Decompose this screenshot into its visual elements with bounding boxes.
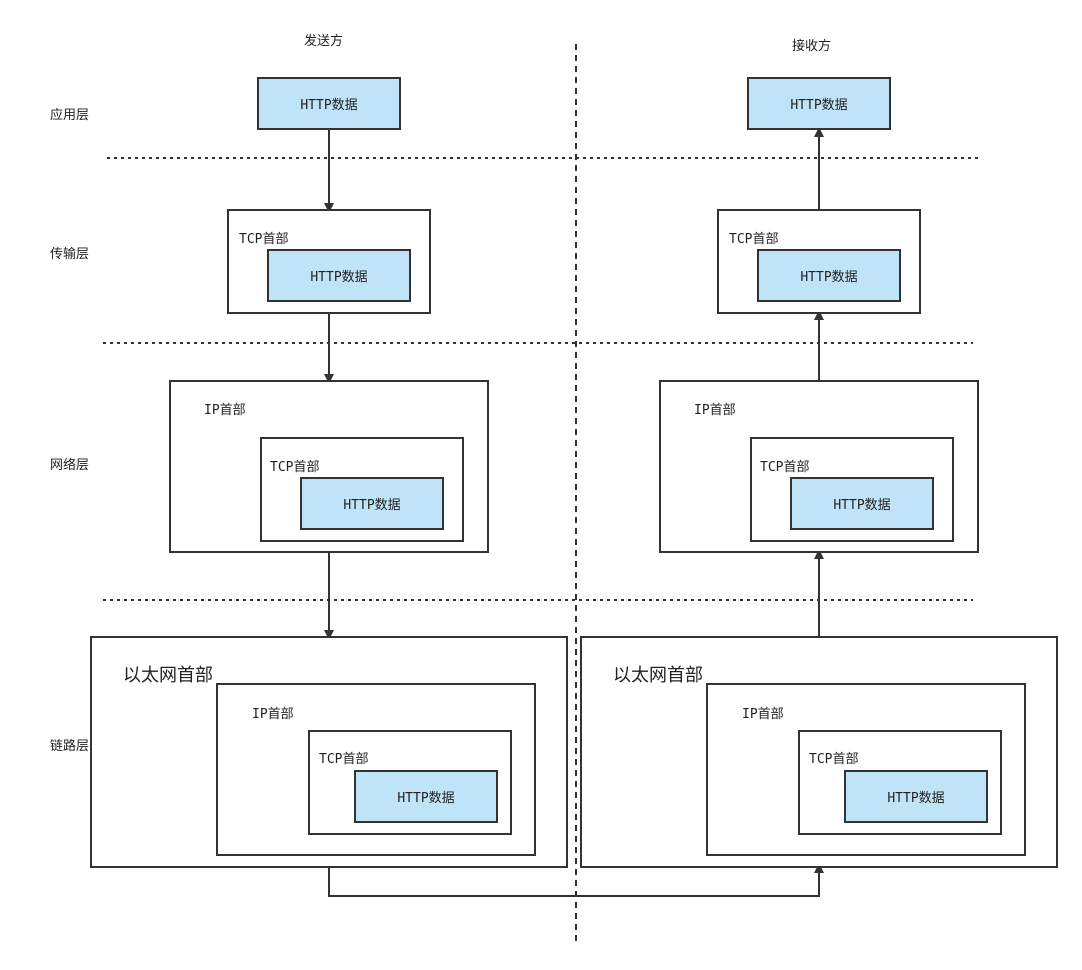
layer-label-link: 链路层 — [50, 739, 90, 754]
receiver-ethernet-frame: 以太网首部 IP首部 TCP首部 HTTP数据 — [580, 636, 1058, 868]
tcp-header-label: TCP首部 — [809, 752, 859, 767]
ethernet-header-label: 以太网首部 — [613, 665, 703, 686]
receiver-tcp-segment: TCP首部 HTTP数据 — [717, 209, 921, 314]
ip-header-label: IP首部 — [742, 707, 784, 722]
tcp-segment: TCP首部 HTTP数据 — [798, 730, 1002, 835]
http-data-block: HTTP数据 — [267, 249, 411, 302]
receiver-title: 接收方 — [792, 39, 832, 54]
tcp-segment: TCP首部 HTTP数据 — [308, 730, 512, 835]
http-data-block: HTTP数据 — [790, 477, 934, 530]
ip-header-label: IP首部 — [204, 403, 246, 418]
sender-ethernet-frame: 以太网首部 IP首部 TCP首部 HTTP数据 — [90, 636, 568, 868]
http-data-block: HTTP数据 — [300, 477, 444, 530]
ip-packet: IP首部 TCP首部 HTTP数据 — [216, 683, 536, 856]
receiver-app-http-data: HTTP数据 — [747, 77, 891, 130]
ip-packet: IP首部 TCP首部 HTTP数据 — [706, 683, 1026, 856]
tcp-header-label: TCP首部 — [319, 752, 369, 767]
layer-label-transport: 传输层 — [50, 247, 90, 262]
sender-title: 发送方 — [304, 34, 344, 49]
tcp-header-label: TCP首部 — [239, 232, 289, 247]
sender-tcp-segment: TCP首部 HTTP数据 — [227, 209, 431, 314]
sender-app-http-data: HTTP数据 — [257, 77, 401, 130]
http-data-block: HTTP数据 — [757, 249, 901, 302]
tcp-segment: TCP首部 HTTP数据 — [750, 437, 954, 542]
layer-label-application: 应用层 — [50, 108, 90, 123]
tcp-header-label: TCP首部 — [270, 460, 320, 475]
tcp-header-label: TCP首部 — [729, 232, 779, 247]
ip-header-label: IP首部 — [252, 707, 294, 722]
arrow-link-transfer — [328, 863, 824, 897]
ethernet-header-label: 以太网首部 — [123, 665, 213, 686]
receiver-ip-packet: IP首部 TCP首部 HTTP数据 — [659, 380, 979, 553]
tcp-segment: TCP首部 HTTP数据 — [260, 437, 464, 542]
tcp-header-label: TCP首部 — [760, 460, 810, 475]
ip-header-label: IP首部 — [694, 403, 736, 418]
http-data-block: HTTP数据 — [844, 770, 988, 823]
layer-label-network: 网络层 — [50, 458, 90, 473]
sender-ip-packet: IP首部 TCP首部 HTTP数据 — [169, 380, 489, 553]
http-data-block: HTTP数据 — [354, 770, 498, 823]
